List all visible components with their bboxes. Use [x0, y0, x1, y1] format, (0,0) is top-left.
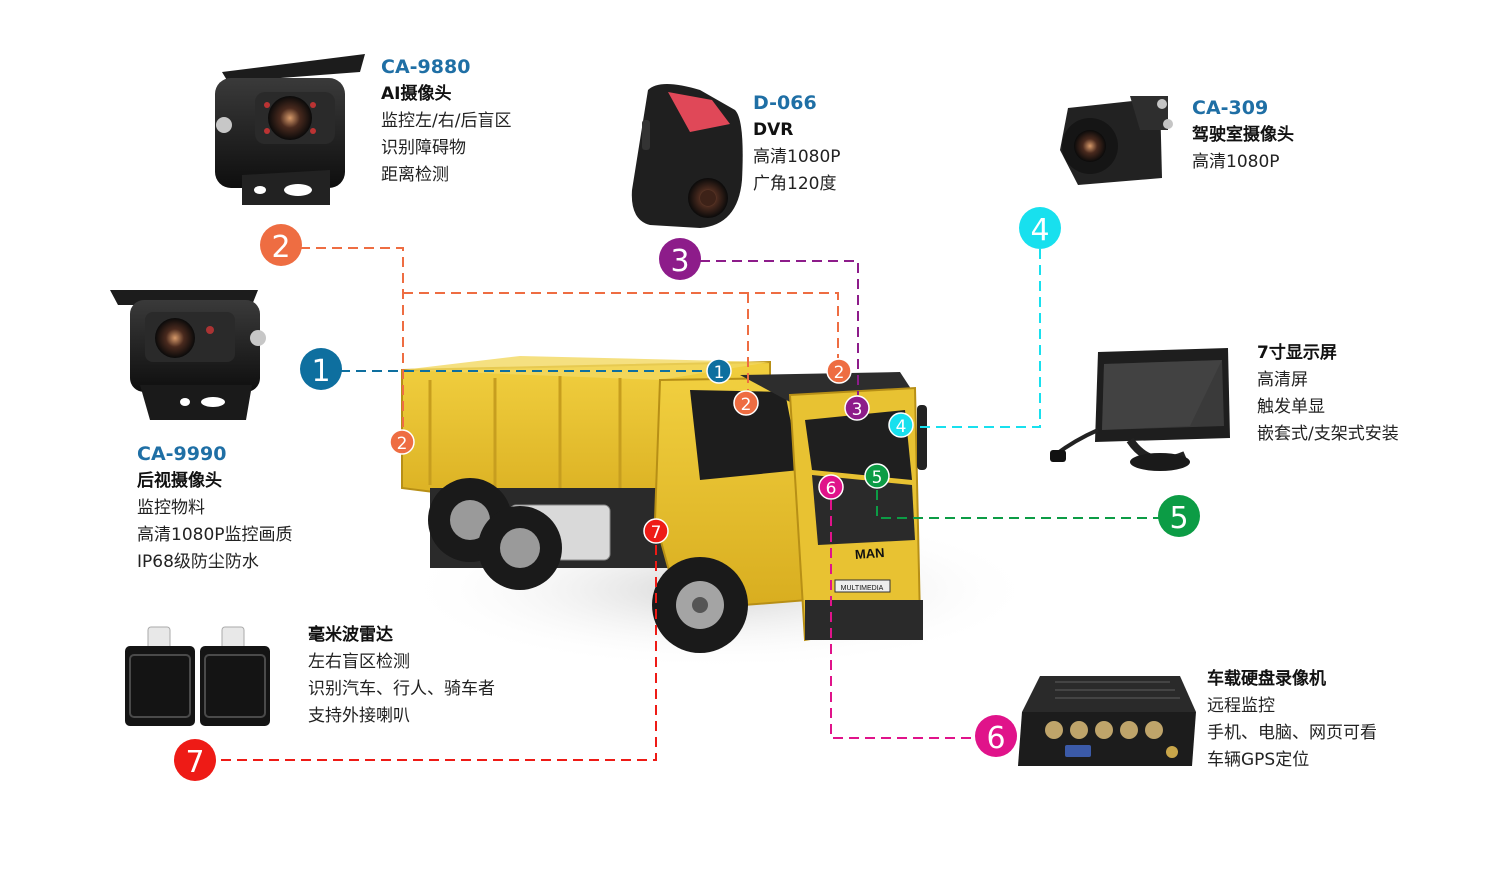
device-spec: 远程监控	[1207, 696, 1275, 716]
svg-text:3: 3	[670, 244, 689, 279]
device-model: CA-309	[1192, 97, 1269, 119]
svg-text:6: 6	[986, 721, 1005, 756]
monitor-icon	[1050, 348, 1230, 471]
marker-2-small: 2	[389, 429, 415, 455]
connector-7	[215, 545, 657, 761]
mdvr-icon	[1018, 676, 1196, 766]
svg-text:5: 5	[1169, 501, 1188, 536]
cabin-camera-icon	[1060, 96, 1173, 185]
marker-7-large: 7	[174, 739, 216, 781]
ai-camera-icon	[215, 54, 365, 205]
device-spec: 高清1080P监控画质	[137, 525, 293, 545]
device-spec: IP68级防尘防水	[137, 552, 259, 572]
device-spec: 识别汽车、行人、骑车者	[308, 679, 495, 699]
grille-logo: MAN	[854, 545, 885, 562]
connector-2b	[403, 292, 839, 358]
connector-2a	[300, 247, 404, 430]
marker-1-small: 1	[706, 358, 732, 384]
dvr-icon	[631, 84, 743, 228]
device-spec: 广角120度	[753, 174, 837, 194]
device-name: 毫米波雷达	[308, 625, 393, 645]
svg-text:7: 7	[651, 523, 662, 543]
marker-4-large: 4	[1019, 207, 1061, 249]
device-name: 车载硬盘录像机	[1207, 669, 1326, 689]
svg-text:4: 4	[896, 417, 907, 437]
device-spec: 支持外接喇叭	[308, 706, 410, 726]
marker-2-large: 2	[260, 224, 302, 266]
device-name: AI摄像头	[381, 84, 452, 104]
license-plate: MULTIMEDIA	[841, 585, 884, 592]
device-name: 驾驶室摄像头	[1192, 125, 1294, 145]
marker-3-large: 3	[659, 238, 701, 280]
svg-text:2: 2	[271, 230, 290, 265]
svg-text:4: 4	[1030, 213, 1049, 248]
device-spec: 识别障碍物	[381, 138, 466, 158]
marker-3-small: 3	[844, 395, 870, 421]
connector-5	[876, 490, 1160, 519]
marker-2-small: 2	[733, 390, 759, 416]
device-name: DVR	[753, 120, 794, 140]
device-spec: 车辆GPS定位	[1207, 750, 1310, 770]
svg-text:5: 5	[872, 468, 883, 488]
device-ca309: CA-309 驾驶室摄像头 高清1080P	[1192, 94, 1294, 176]
device-d066: D-066 DVR 高清1080P 广角120度	[753, 89, 841, 198]
device-model: CA-9880	[381, 56, 471, 78]
marker-1-large: 1	[300, 348, 342, 390]
connector-4	[920, 248, 1041, 428]
marker-6-small: 6	[818, 474, 844, 500]
marker-5-large: 5	[1158, 495, 1200, 537]
device-spec: 手机、电脑、网页可看	[1207, 723, 1377, 743]
radar-icon	[125, 626, 270, 726]
svg-text:7: 7	[185, 745, 204, 780]
marker-6-large: 6	[975, 715, 1017, 757]
device-mdvr: 车载硬盘录像机 远程监控 手机、电脑、网页可看 车辆GPS定位	[1207, 666, 1377, 774]
device-spec: 嵌套式/支架式安装	[1257, 424, 1399, 444]
device-spec: 触发单显	[1257, 397, 1325, 417]
device-spec: 监控左/右/后盲区	[381, 111, 512, 131]
device-spec: 监控物料	[137, 498, 205, 518]
svg-text:3: 3	[852, 400, 863, 420]
marker-4-small: 4	[888, 412, 914, 438]
device-ca9990: CA-9990 后视摄像头 监控物料 高清1080P监控画质 IP68级防尘防水	[137, 440, 293, 576]
device-model: D-066	[753, 92, 817, 114]
device-monitor: 7寸显示屏 高清屏 触发单显 嵌套式/支架式安装	[1257, 340, 1399, 448]
device-spec: 高清1080P	[1192, 152, 1280, 172]
truck-icon: MAN MULTIMEDIA	[400, 356, 1040, 670]
device-ca9880: CA-9880 AI摄像头 监控左/右/后盲区 识别障碍物 距离检测	[381, 53, 511, 189]
marker-7-small: 7	[643, 518, 669, 544]
marker-5-small: 5	[864, 463, 890, 489]
device-name: 后视摄像头	[137, 471, 222, 491]
svg-text:2: 2	[741, 395, 752, 415]
svg-text:1: 1	[311, 354, 330, 389]
svg-text:1: 1	[714, 363, 725, 383]
device-spec: 高清屏	[1257, 370, 1308, 390]
device-spec: 距离检测	[381, 165, 449, 185]
connector-3	[700, 260, 859, 395]
device-model: CA-9990	[137, 443, 227, 465]
device-spec: 左右盲区检测	[308, 652, 410, 672]
marker-2-small: 2	[826, 358, 852, 384]
device-name: 7寸显示屏	[1257, 343, 1337, 363]
device-spec: 高清1080P	[753, 147, 841, 167]
svg-text:2: 2	[397, 434, 408, 454]
device-radar: 毫米波雷达 左右盲区检测 识别汽车、行人、骑车者 支持外接喇叭	[308, 622, 495, 730]
rear-camera-icon	[110, 290, 266, 420]
svg-text:2: 2	[834, 363, 845, 383]
svg-text:6: 6	[826, 479, 837, 499]
